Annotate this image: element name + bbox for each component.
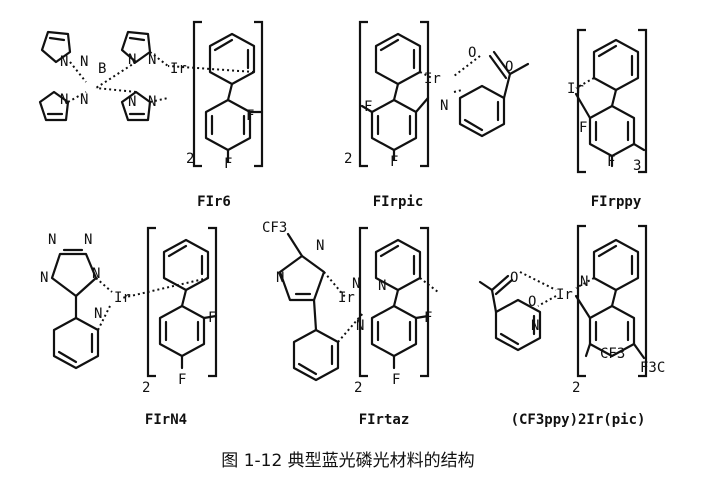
- label-firppy: FIrppy: [591, 194, 642, 210]
- fir6-n4: N: [148, 52, 156, 68]
- fir6-f1: F: [246, 108, 254, 124]
- cf3ppy-sub: 2: [572, 380, 580, 396]
- firppy-sub: 3: [633, 158, 641, 174]
- figure-caption: 图 1-12 典型蓝光磷光材料的结构: [221, 451, 474, 471]
- firpic-sub: 2: [344, 151, 352, 167]
- firn4-n2: N: [92, 266, 100, 282]
- cf3ppy-cf3: CF3: [600, 346, 625, 362]
- fir6-n2: N: [80, 54, 88, 70]
- firtaz-f2: F: [392, 372, 400, 388]
- cf3ppy-o2: O: [510, 270, 518, 286]
- firtaz-n2: N: [352, 276, 360, 292]
- firpic-f1: F: [364, 99, 372, 115]
- cf3ppy-structure: [478, 224, 648, 378]
- firtaz-n3: N: [276, 270, 284, 286]
- label-fir6: FIr6: [197, 194, 231, 210]
- firtaz-structure: [278, 226, 439, 382]
- firpic-ir: Ir: [424, 71, 441, 87]
- firppy-ir: Ir: [567, 81, 584, 97]
- firn4-n3: N: [48, 232, 56, 248]
- fir6-n6: N: [80, 92, 88, 108]
- cf3ppy-n: N: [531, 318, 539, 334]
- cf3ppy-n2: N: [580, 274, 588, 290]
- fir6-ir: Ir: [170, 61, 187, 77]
- fir6-structure: [38, 20, 264, 168]
- firppy-f2: F: [607, 154, 615, 170]
- firn4-ir: Ir: [114, 290, 131, 306]
- structures-drawing: [38, 20, 648, 382]
- firtaz-cf3: CF3: [262, 220, 287, 236]
- cf3ppy-f3c: F3C: [640, 360, 665, 376]
- firn4-n4: N: [84, 232, 92, 248]
- firppy-f1: F: [579, 120, 587, 136]
- firn4-f1: F: [208, 310, 216, 326]
- fir6-b: B: [98, 61, 106, 77]
- firpic-structure: [358, 20, 530, 168]
- cf3ppy-o1: O: [528, 294, 536, 310]
- fir6-sub: 2: [186, 151, 194, 167]
- fir6-n7: N: [128, 94, 136, 110]
- firn4-sub: 2: [142, 380, 150, 396]
- firtaz-f1: F: [424, 310, 432, 326]
- firtaz-ir: Ir: [338, 290, 355, 306]
- fir6-n5: N: [60, 92, 68, 108]
- firn4-f2: F: [178, 372, 186, 388]
- firn4-n5: N: [40, 270, 48, 286]
- fir6-n1: N: [60, 54, 68, 70]
- firtaz-n4: N: [316, 238, 324, 254]
- label-cf3ppy: (CF3ppy)2Ir(pic): [511, 412, 646, 428]
- firn4-structure: [50, 226, 218, 378]
- firn4-n1: N: [94, 306, 102, 322]
- firpic-n: N: [440, 98, 448, 114]
- firtaz-sub: 2: [354, 380, 362, 396]
- fir6-n3: N: [128, 52, 136, 68]
- fir6-f2: F: [224, 156, 232, 172]
- firpic-f2: F: [390, 154, 398, 170]
- label-firtaz: FIrtaz: [359, 412, 410, 428]
- firtaz-n5: N: [378, 278, 386, 294]
- fir6-n8: N: [148, 94, 156, 110]
- firpic-o1: O: [468, 45, 476, 61]
- label-firn4: FIrN4: [145, 412, 187, 428]
- cf3ppy-ir: Ir: [556, 287, 573, 303]
- firtaz-n1: N: [356, 318, 364, 334]
- firppy-structure: [574, 28, 648, 174]
- firpic-o2: O: [505, 59, 513, 75]
- label-firpic: FIrpic: [373, 194, 424, 210]
